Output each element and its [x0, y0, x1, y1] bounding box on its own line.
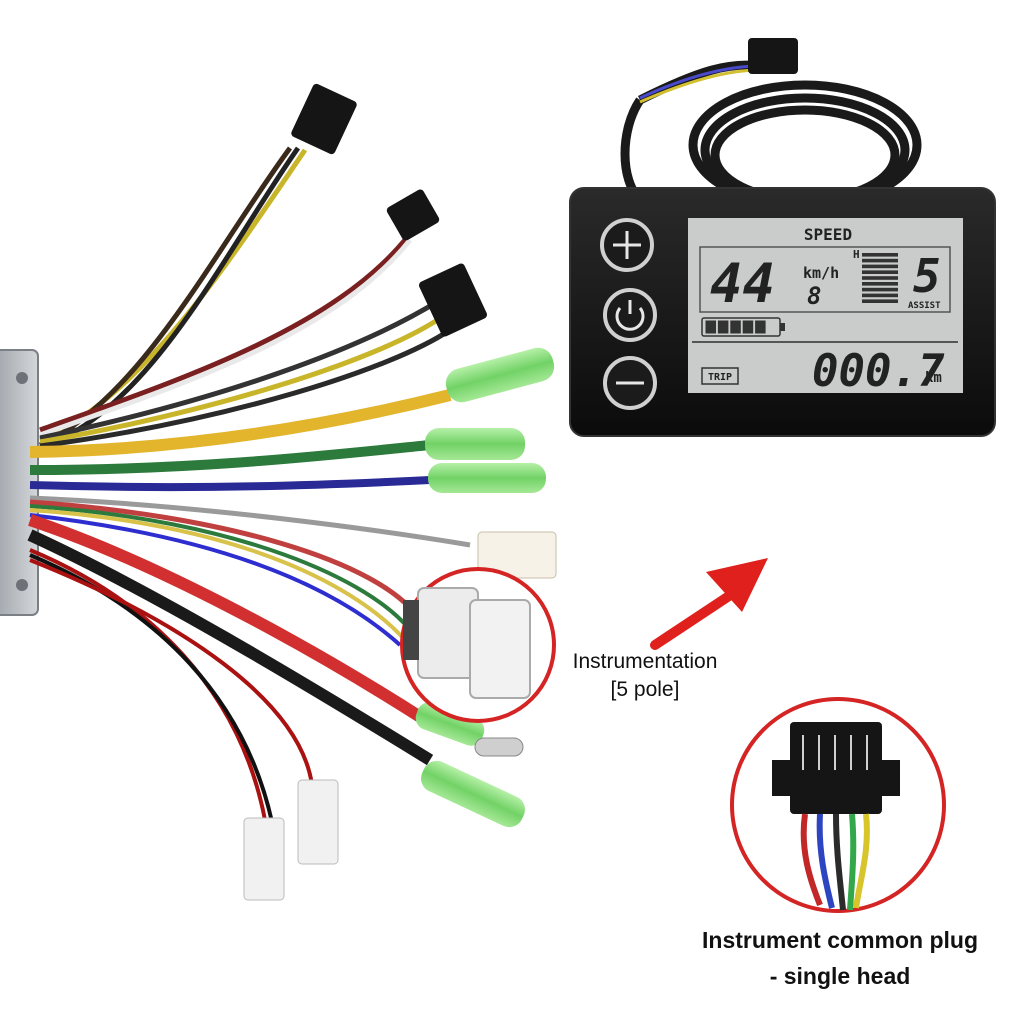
connector-top-3 [418, 263, 488, 337]
trip-badge-text: TRIP [708, 372, 732, 383]
lcd-trip-unit: km [925, 370, 942, 386]
connector-top-2 [386, 189, 440, 241]
battery-segment [705, 320, 716, 334]
power-icon [615, 307, 645, 331]
instrumentation-label: Instrumentation [5 pole] [555, 648, 735, 704]
assist-bar [862, 282, 898, 286]
assist-bar [862, 276, 898, 280]
bullet-terminal [474, 737, 524, 757]
assist-bar [862, 287, 898, 292]
green-connector-4 [415, 702, 485, 746]
green-connector-5 [420, 760, 526, 828]
green-connector-2 [425, 428, 525, 460]
lcd-speed-header: SPEED [804, 225, 852, 244]
battery-segment [755, 320, 766, 334]
lcd-speed-value: 44 [710, 252, 775, 315]
instrumentation-plug-highlight [400, 567, 556, 723]
white-connector-3 [297, 779, 339, 865]
plus-button[interactable] [600, 218, 654, 272]
battery-segment [730, 320, 741, 334]
instrumentation-label-line1: Instrumentation [572, 650, 718, 673]
plug-caption: Instrument common plug - single head [660, 922, 1020, 994]
connector-top-1 [291, 83, 357, 155]
assist-bar [862, 253, 898, 257]
lcd-small-digit: 8 [807, 282, 821, 310]
instrumentation-label-line2: [5 pole] [610, 678, 680, 701]
power-button[interactable] [603, 288, 657, 342]
lcd-assist-label: ASSIST [908, 301, 941, 311]
minus-button[interactable] [603, 356, 657, 410]
cable-plug [748, 38, 798, 74]
assist-bar [862, 264, 898, 269]
green-connector-1 [445, 347, 555, 403]
pointer-arrow [650, 558, 768, 650]
assist-bar [862, 299, 898, 303]
white-connector-2 [243, 817, 285, 901]
battery-segment [717, 320, 729, 334]
plug-caption-line1: Instrument common plug [702, 927, 978, 953]
assist-bar [862, 258, 898, 263]
lcd-trip-badge: TRIP [701, 367, 739, 385]
controller-harness [0, 83, 557, 901]
plug-caption-line2: - single head [769, 963, 911, 989]
lcd-h-marker: H [853, 248, 860, 261]
assist-bar [862, 293, 898, 298]
assist-level-bars [862, 253, 898, 303]
common-plug-closeup [730, 697, 946, 913]
lcd-assist-value: 5 [913, 249, 941, 303]
battery-segment [742, 320, 754, 334]
battery-icon [701, 317, 785, 337]
lcd-display-unit: SPEED 44 km/h 8 H 5 ASSIST TRIP 000.7 km [569, 38, 996, 437]
lcd-speed-unit: km/h [803, 264, 839, 282]
lcd-trip-value: 000.7 [812, 346, 945, 397]
green-connector-3 [428, 463, 546, 493]
assist-bar [862, 270, 898, 274]
